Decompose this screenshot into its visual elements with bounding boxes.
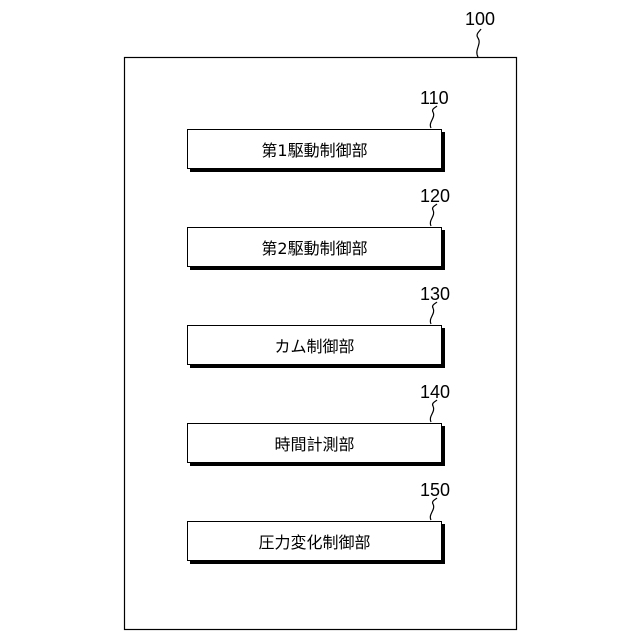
block-label: 第2駆動制御部 <box>261 235 367 259</box>
outer-ref-label: 100 <box>465 9 495 29</box>
block-time-measurement: 時間計測部 <box>187 423 442 463</box>
leader-line-140 <box>430 400 437 422</box>
block-first-drive-control: 第1駆動制御部 <box>187 129 442 169</box>
outer-leader-line <box>477 29 481 57</box>
block-pressure-change-control: 圧力変化制御部 <box>187 521 442 561</box>
block-ref-label-130: 130 <box>420 284 450 304</box>
leader-line-130 <box>430 302 437 324</box>
leader-line-150 <box>430 498 437 520</box>
leader-line-120 <box>430 204 437 226</box>
block-second-drive-control: 第2駆動制御部 <box>187 227 442 267</box>
block-label: 時間計測部 <box>274 431 354 455</box>
block-label: 第1駆動制御部 <box>261 137 367 161</box>
block-label: 圧力変化制御部 <box>258 529 370 553</box>
block-label: カム制御部 <box>274 333 354 357</box>
block-ref-label-120: 120 <box>420 186 450 206</box>
block-cam-control: カム制御部 <box>187 325 442 365</box>
leader-line-110 <box>430 106 437 128</box>
block-ref-label-150: 150 <box>420 480 450 500</box>
block-ref-label-140: 140 <box>420 382 450 402</box>
block-ref-label-110: 110 <box>420 88 449 108</box>
